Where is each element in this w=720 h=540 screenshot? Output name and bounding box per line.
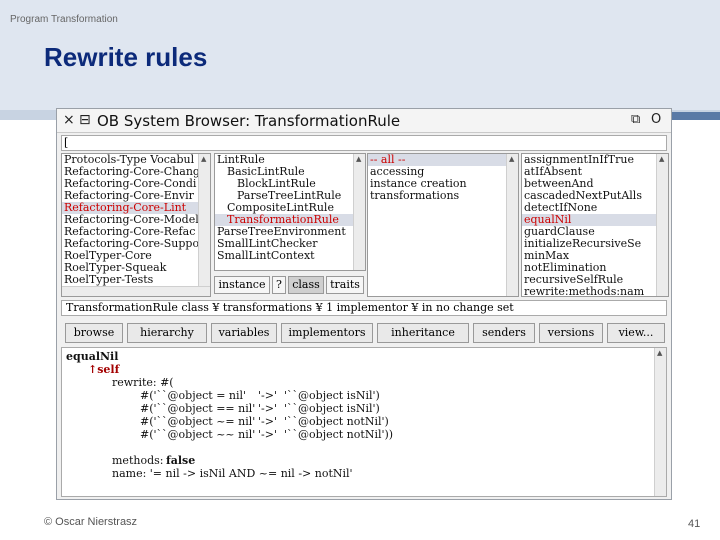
- rewrite-result: '``@object notNil'): [284, 415, 389, 428]
- protocol-item[interactable]: -- all --: [368, 154, 518, 166]
- method-item[interactable]: notElimination: [524, 261, 607, 274]
- method-item[interactable]: assignmentInIfTrue: [524, 153, 634, 166]
- rewrite-result: '``@object isNil'): [284, 389, 380, 402]
- protocol-item[interactable]: accessing: [370, 165, 425, 178]
- package-item[interactable]: Refactoring-Core-Refac: [64, 225, 196, 238]
- method-selector: equalNil: [66, 350, 119, 363]
- class-item[interactable]: BasicLintRule: [227, 165, 305, 178]
- inheritance-button[interactable]: inheritance: [377, 323, 469, 343]
- rewrite-result: '``@object notNil')): [284, 428, 394, 441]
- method-item[interactable]: detectIfNone: [524, 201, 598, 214]
- rewrite-arrow: '->': [258, 428, 277, 441]
- rewrite-pattern: #('``@object ~~ nil': [140, 428, 256, 441]
- rewrite-arrow: '->': [258, 389, 277, 402]
- window-menu-icon[interactable]: ⊟: [79, 112, 91, 128]
- package-item[interactable]: Refactoring-Core-Condi: [64, 177, 197, 190]
- class-item[interactable]: ParseTreeLintRule: [237, 189, 342, 202]
- rewrite-open: rewrite: #(: [112, 376, 174, 389]
- footer-copyright: © Oscar Nierstrasz: [44, 516, 138, 528]
- method-item[interactable]: atIfAbsent: [524, 165, 583, 178]
- rewrite-pattern: #('``@object = nil': [140, 389, 247, 402]
- method-item[interactable]: recursiveSelfRule: [524, 273, 624, 286]
- package-item[interactable]: Refactoring-Core-Chang: [64, 165, 200, 178]
- protocol-item[interactable]: instance creation: [370, 177, 467, 190]
- method-item[interactable]: guardClause: [524, 225, 595, 238]
- methods-value: false: [166, 454, 196, 467]
- slide-header: [0, 0, 720, 118]
- rewrite-result: '``@object isNil'): [284, 402, 380, 415]
- package-item[interactable]: RoelTyper-Tests: [64, 273, 154, 286]
- class-info-bar: TransformationRule class ¥ transformatio…: [61, 300, 667, 316]
- package-item[interactable]: Refactoring-Core-Envir: [64, 189, 194, 202]
- browser-button-row: browse hierarchy variables implementors …: [61, 323, 667, 343]
- class-side-selector: instance ? class traits: [214, 274, 366, 296]
- scroll-up-icon[interactable]: ▲: [201, 155, 207, 163]
- protocol-list-scrollbar[interactable]: ▲: [506, 154, 518, 296]
- expand-icon[interactable]: O: [651, 112, 662, 127]
- window-title: OB System Browser: TransformationRule: [97, 112, 401, 130]
- class-item[interactable]: LintRule: [217, 153, 265, 166]
- class-item[interactable]: SmallLintContext: [217, 249, 315, 262]
- method-item[interactable]: equalNil: [522, 214, 668, 226]
- slide-title: Rewrite rules: [44, 42, 208, 72]
- window-titlebar[interactable]: × ⊟ OB System Browser: TransformationRul…: [57, 109, 671, 133]
- instance-side-button[interactable]: instance: [214, 276, 270, 294]
- rewrite-arrow: '->': [258, 415, 277, 428]
- class-item[interactable]: TransformationRule: [215, 214, 365, 226]
- package-item[interactable]: RoelTyper-Core: [64, 249, 152, 262]
- return-statement: ↑self: [88, 363, 120, 376]
- variables-button[interactable]: variables: [211, 323, 277, 343]
- method-source-editor[interactable]: equalNil ↑self rewrite: #( #('``@object …: [61, 347, 667, 497]
- class-item[interactable]: BlockLintRule: [237, 177, 316, 190]
- method-item[interactable]: minMax: [524, 249, 570, 262]
- package-item[interactable]: RoelTyper-Squeak: [64, 261, 167, 274]
- senders-button[interactable]: senders: [473, 323, 535, 343]
- package-item[interactable]: Refactoring-Core-Suppo: [64, 237, 200, 250]
- class-item[interactable]: SmallLintChecker: [217, 237, 318, 250]
- class-item[interactable]: ParseTreeEnvironment: [217, 225, 346, 238]
- class-list-scrollbar[interactable]: ▲: [353, 154, 365, 270]
- versions-button[interactable]: versions: [539, 323, 603, 343]
- collapse-icon[interactable]: ⧉: [631, 112, 641, 127]
- browse-button[interactable]: browse: [65, 323, 123, 343]
- package-item[interactable]: Protocols-Type Vocabul: [64, 153, 195, 166]
- traits-button[interactable]: traits: [326, 276, 364, 294]
- class-item[interactable]: CompositeLintRule: [227, 201, 334, 214]
- system-browser-window: × ⊟ OB System Browser: TransformationRul…: [56, 108, 672, 500]
- methods-keyword: methods:: [112, 454, 164, 467]
- package-item[interactable]: Refactoring-Core-Model: [64, 213, 199, 226]
- package-list-hscrollbar[interactable]: [62, 286, 210, 296]
- method-item[interactable]: initializeRecursiveSe: [524, 237, 642, 250]
- help-button[interactable]: ?: [272, 276, 286, 294]
- rewrite-pattern: #('``@object == nil': [140, 402, 256, 415]
- scroll-up-icon[interactable]: ▲: [509, 155, 515, 163]
- name-line: name: '= nil -> isNil AND ~= nil -> notN…: [112, 467, 353, 480]
- method-item[interactable]: cascadedNextPutAlls: [524, 189, 642, 202]
- rewrite-arrow: '->': [258, 402, 277, 415]
- editor-scrollbar[interactable]: ▲: [654, 348, 666, 496]
- scroll-up-icon[interactable]: ▲: [657, 349, 663, 357]
- course-title: Program Transformation: [10, 14, 118, 25]
- rewrite-pattern: #('``@object ~= nil': [140, 415, 256, 428]
- package-filter-input[interactable]: [: [61, 135, 667, 151]
- protocol-item[interactable]: transformations: [370, 189, 460, 202]
- class-side-button[interactable]: class: [288, 276, 324, 294]
- package-item[interactable]: Refactoring-Core-Lint: [62, 202, 210, 214]
- page-number: 41: [688, 518, 701, 530]
- slide-band-accent: [672, 112, 720, 120]
- package-list-scrollbar[interactable]: ▲: [198, 154, 210, 296]
- scroll-up-icon[interactable]: ▲: [659, 155, 665, 163]
- method-list-scrollbar[interactable]: ▲: [656, 154, 668, 296]
- method-item[interactable]: rewrite:methods:nam: [524, 285, 645, 297]
- method-item[interactable]: betweenAnd: [524, 177, 594, 190]
- close-icon[interactable]: ×: [63, 112, 75, 128]
- view-button[interactable]: view...: [607, 323, 665, 343]
- hierarchy-button[interactable]: hierarchy: [127, 323, 207, 343]
- implementors-button[interactable]: implementors: [281, 323, 373, 343]
- scroll-up-icon[interactable]: ▲: [356, 155, 362, 163]
